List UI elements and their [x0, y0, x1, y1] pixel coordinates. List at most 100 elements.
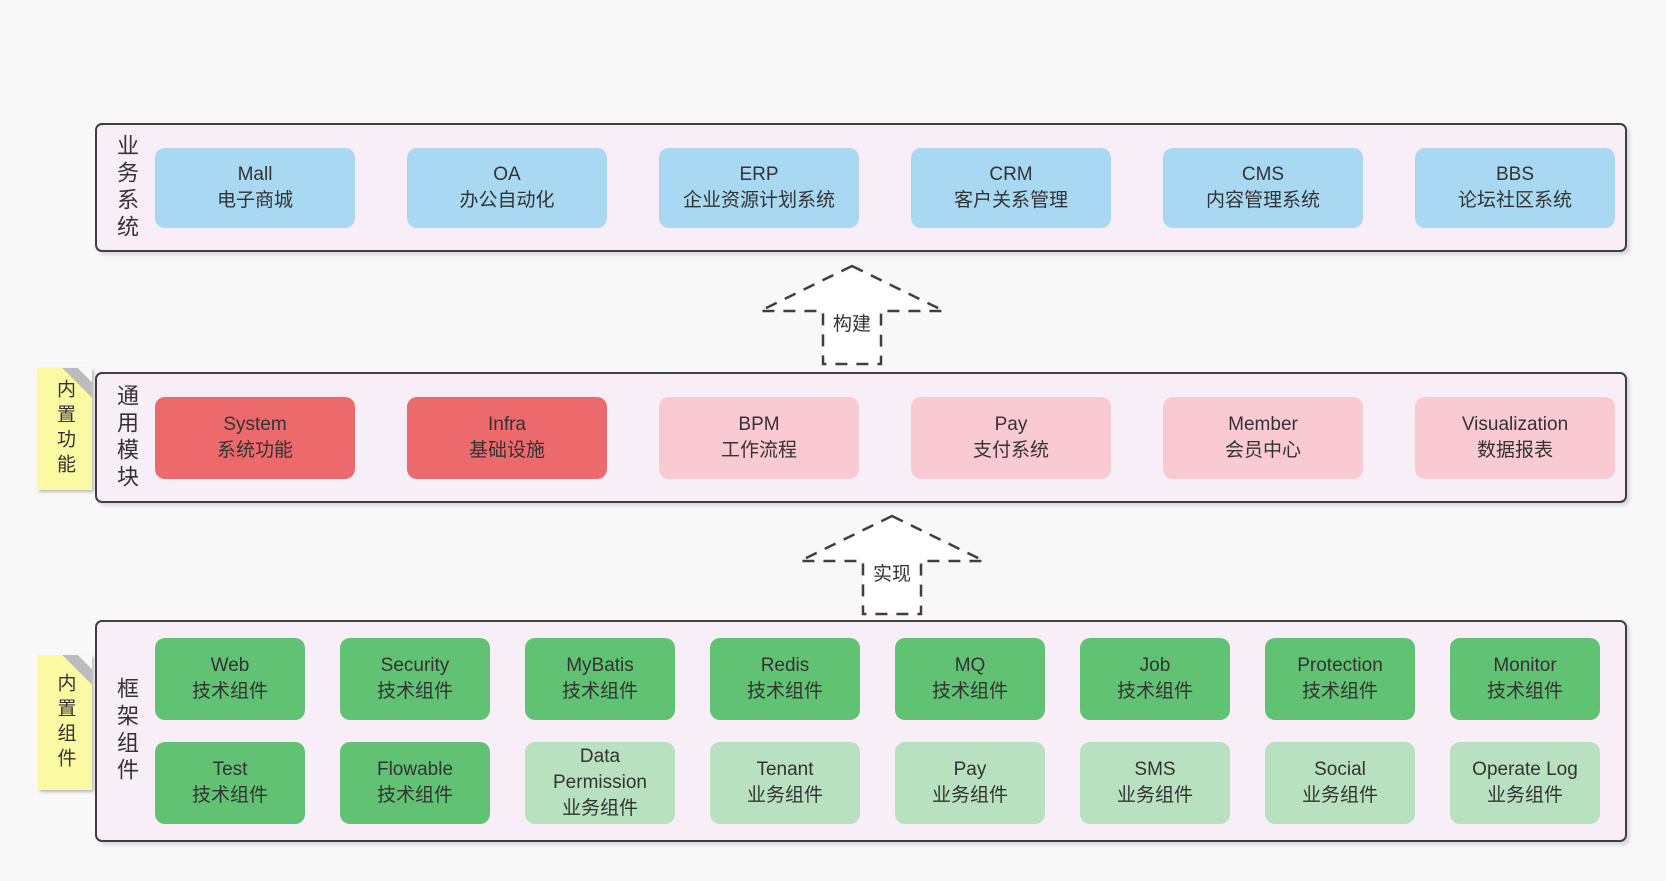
box-protection: Protection 技术组件 — [1265, 638, 1415, 720]
box-mq: MQ 技术组件 — [895, 638, 1045, 720]
box-desc: 工作流程 — [720, 439, 797, 461]
box-name: Redis — [760, 655, 810, 676]
box-name: OA — [493, 163, 521, 185]
box-desc: 客户关系管理 — [953, 189, 1068, 211]
box-name: Job — [1139, 655, 1171, 676]
box-name: Web — [210, 655, 250, 676]
box-test: Test 技术组件 — [155, 742, 305, 824]
box-desc: 技术组件 — [376, 785, 453, 806]
box-name: Visualization — [1461, 413, 1569, 435]
layer-title-components: 框架组件 — [114, 677, 139, 785]
box-pay-component: Pay 业务组件 — [895, 742, 1045, 824]
sticky-note-builtin-components: 内置组件 — [38, 655, 92, 790]
implement-arrow-up: 实现 — [799, 514, 985, 616]
box-desc: 支付系统 — [972, 439, 1049, 461]
box-desc: 技术组件 — [191, 681, 268, 702]
box-desc: 业务组件 — [746, 785, 823, 806]
box-oa: OA 办公自动化 — [407, 147, 607, 228]
box-name: BBS — [1495, 163, 1535, 185]
box-name: BPM — [738, 413, 780, 435]
box-name: Protection — [1297, 655, 1383, 676]
box-name: Test — [212, 759, 248, 780]
box-desc: 论坛社区系统 — [1457, 189, 1572, 211]
layer-business-systems: 业务系统 Mall 电子商城 OA 办公自动化 ERP 企业资源计划系统 CRM 客户关系管理… — [95, 123, 1627, 252]
box-crm: CRM 客户关系管理 — [911, 147, 1111, 228]
box-desc: 企业资源计划系统 — [682, 189, 835, 211]
box-desc: 电子商城 — [216, 189, 293, 211]
box-infra: Infra 基础设施 — [407, 396, 607, 479]
box-bbs: BBS 论坛社区系统 — [1415, 147, 1615, 228]
box-operate-log: Operate Log 业务组件 — [1450, 742, 1600, 824]
box-desc: 系统功能 — [216, 439, 293, 461]
box-flowable: Flowable 技术组件 — [340, 742, 490, 824]
box-name: Pay — [953, 759, 987, 780]
box-desc: 基础设施 — [468, 439, 545, 461]
box-visualization: Visualization 数据报表 — [1415, 396, 1615, 479]
box-desc: 办公自动化 — [459, 189, 555, 211]
box-system: System 系统功能 — [155, 396, 355, 479]
box-name: Tenant — [756, 759, 814, 780]
box-social: Social 业务组件 — [1265, 742, 1415, 824]
box-job: Job 技术组件 — [1080, 638, 1230, 720]
box-desc: 业务组件 — [931, 785, 1008, 806]
box-desc: 技术组件 — [191, 785, 268, 806]
box-name: Infra — [487, 413, 527, 435]
box-redis: Redis 技术组件 — [710, 638, 860, 720]
box-desc: 业务组件 — [1116, 785, 1193, 806]
arrow-label: 构建 — [833, 313, 871, 335]
box-tenant: Tenant 业务组件 — [710, 742, 860, 824]
box-name: ERP — [739, 163, 779, 185]
box-data-permission: Data Permission 业务组件 — [525, 742, 675, 824]
layer-title-modules: 通用模块 — [114, 383, 139, 492]
layer-title-business: 业务系统 — [114, 133, 139, 242]
box-desc: 技术组件 — [376, 681, 453, 702]
box-mall: Mall 电子商城 — [155, 147, 355, 228]
box-desc: 业务组件 — [1486, 785, 1563, 806]
box-name: Social — [1314, 759, 1366, 780]
box-desc: 业务组件 — [1301, 785, 1378, 806]
build-arrow-up: 构建 — [759, 264, 945, 366]
box-desc: 技术组件 — [1116, 681, 1193, 702]
box-desc: 技术组件 — [1301, 681, 1378, 702]
box-desc: 技术组件 — [931, 681, 1008, 702]
box-name: MyBatis — [566, 655, 634, 676]
box-pay: Pay 支付系统 — [911, 396, 1111, 479]
layer-common-modules: 通用模块 System 系统功能 Infra 基础设施 BPM 工作流程 Pay 支付系统 Me… — [95, 372, 1627, 503]
box-desc: 数据报表 — [1476, 439, 1553, 461]
box-name: Operate Log — [1472, 759, 1578, 780]
box-desc: 技术组件 — [1486, 681, 1563, 702]
box-name: Monitor — [1493, 655, 1557, 676]
box-member: Member 会员中心 — [1163, 396, 1363, 479]
box-monitor: Monitor 技术组件 — [1450, 638, 1600, 720]
box-name: MQ — [954, 655, 986, 676]
box-web: Web 技术组件 — [155, 638, 305, 720]
sticky-note-builtin-features: 内置功能 — [37, 368, 92, 490]
box-name: Mall — [237, 163, 273, 185]
box-desc: 技术组件 — [746, 681, 823, 702]
box-desc: 业务组件 — [561, 798, 638, 819]
box-desc: 技术组件 — [561, 681, 638, 702]
box-name: Member — [1228, 413, 1298, 435]
arrow-shape — [799, 514, 985, 616]
box-desc: 内容管理系统 — [1205, 189, 1320, 211]
box-name: Data Permission — [553, 746, 647, 793]
box-name: CRM — [989, 163, 1033, 185]
box-name: Security — [380, 655, 450, 676]
box-desc: 会员中心 — [1224, 439, 1301, 461]
layer-modules-boxes: System 系统功能 Infra 基础设施 BPM 工作流程 Pay 支付系统 Member 会… — [155, 396, 1615, 479]
box-mybatis: MyBatis 技术组件 — [525, 638, 675, 720]
box-name: Flowable — [376, 759, 454, 780]
box-row: System 系统功能 Infra 基础设施 BPM 工作流程 Pay 支付系统 Member 会… — [155, 396, 1615, 479]
box-name: Pay — [994, 413, 1028, 435]
box-name: System — [223, 413, 287, 435]
box-bpm: BPM 工作流程 — [659, 396, 859, 479]
